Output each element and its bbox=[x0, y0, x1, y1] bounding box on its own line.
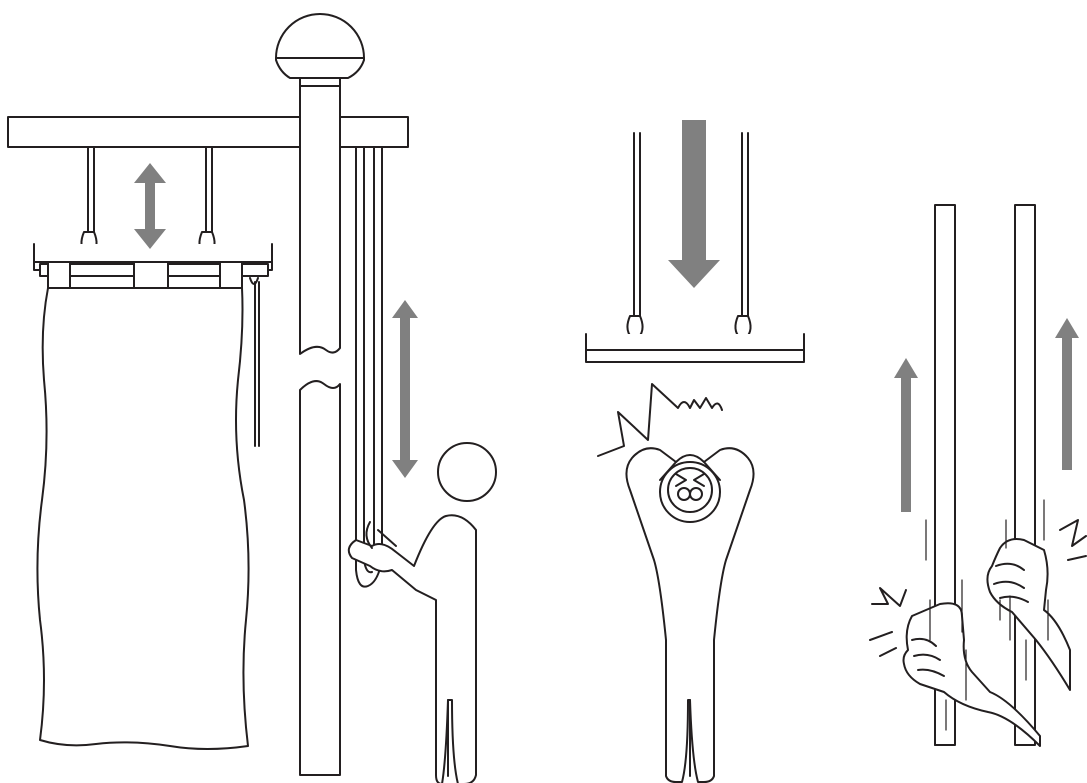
pole-upper bbox=[299, 85, 341, 355]
person-hit bbox=[625, 447, 755, 783]
hand-right bbox=[986, 538, 1071, 691]
pole-crossbar-right bbox=[331, 116, 409, 148]
panel-falling-rod bbox=[585, 120, 805, 783]
halyard-rope bbox=[355, 146, 383, 588]
pain-mark-icon-right bbox=[1059, 519, 1087, 547]
falling-rod bbox=[585, 333, 805, 363]
pain-mark-icon bbox=[597, 383, 723, 457]
up-arrow-icon bbox=[894, 358, 918, 512]
rod-right bbox=[1014, 204, 1036, 746]
finial-collar bbox=[299, 77, 341, 87]
double-arrow-long-icon bbox=[392, 300, 418, 478]
pole-crossbar-left bbox=[7, 116, 305, 148]
flag-cloth bbox=[36, 287, 250, 750]
up-arrow-icon-2 bbox=[1055, 318, 1079, 470]
pole-finial bbox=[275, 13, 365, 79]
down-arrow-icon bbox=[668, 120, 720, 288]
hand-left bbox=[902, 602, 1041, 747]
pole-lower bbox=[299, 380, 341, 776]
double-arrow-icon bbox=[134, 163, 166, 249]
pain-mark-icon-left bbox=[871, 587, 907, 607]
panel-flagpole-halyard bbox=[7, 13, 497, 783]
friction-lines bbox=[925, 499, 1049, 731]
panel-pinch-hazard bbox=[869, 204, 1087, 747]
person-pulling bbox=[347, 442, 497, 783]
